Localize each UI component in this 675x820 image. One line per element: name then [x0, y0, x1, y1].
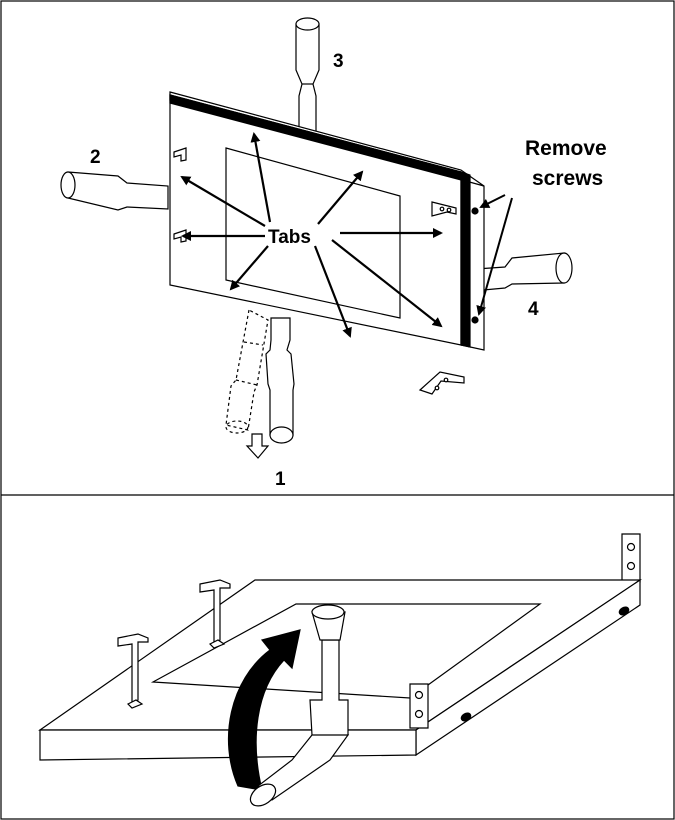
hollow-arrow-icon [245, 433, 270, 459]
top-panel [60, 17, 573, 459]
arrow-upper-left [180, 175, 266, 227]
bracket-back-right [621, 533, 641, 583]
step-4-label: 4 [528, 299, 539, 320]
arrow-lower-left [229, 245, 269, 291]
arrow-upper-right [317, 170, 364, 225]
screwdriver-2-icon [60, 171, 169, 211]
step-2-label: 2 [90, 147, 101, 168]
pry-screwdriver-icon [249, 604, 350, 807]
plate-hole-2 [460, 712, 472, 722]
tab-arrows [180, 132, 443, 338]
arrow-screw-top [479, 194, 506, 208]
arrow-screw-bottom [476, 197, 513, 316]
screw-arrows [476, 194, 513, 316]
screws-label: screws [532, 167, 603, 190]
frame-right-rail [460, 171, 471, 348]
screwdriver-3-icon [295, 17, 320, 133]
rotate-arrow-icon [227, 629, 301, 791]
step-1-label: 1 [275, 469, 286, 490]
tab-back-left-icon [199, 579, 231, 649]
tab-upper-icon [173, 147, 187, 162]
bracket-top-right [431, 201, 457, 217]
bracket-bottom-right [418, 371, 465, 395]
step-3-label: 3 [333, 51, 344, 72]
arrow-up [250, 132, 272, 223]
ghost-screwdriver-icon [225, 309, 269, 434]
bracket-front-right [409, 683, 429, 729]
bottom-panel [38, 533, 642, 807]
screw-hole-bottom [471, 316, 479, 324]
screw-hole-top [471, 207, 479, 215]
arrow-down [313, 245, 352, 338]
tabs-label: Tabs [268, 227, 311, 248]
screwdriver-1-icon [265, 317, 295, 444]
arrow-lower-right [331, 239, 443, 328]
tab-front-left-icon [117, 633, 149, 709]
remove-label: Remove [525, 137, 607, 160]
plate-hole-1 [618, 606, 630, 616]
